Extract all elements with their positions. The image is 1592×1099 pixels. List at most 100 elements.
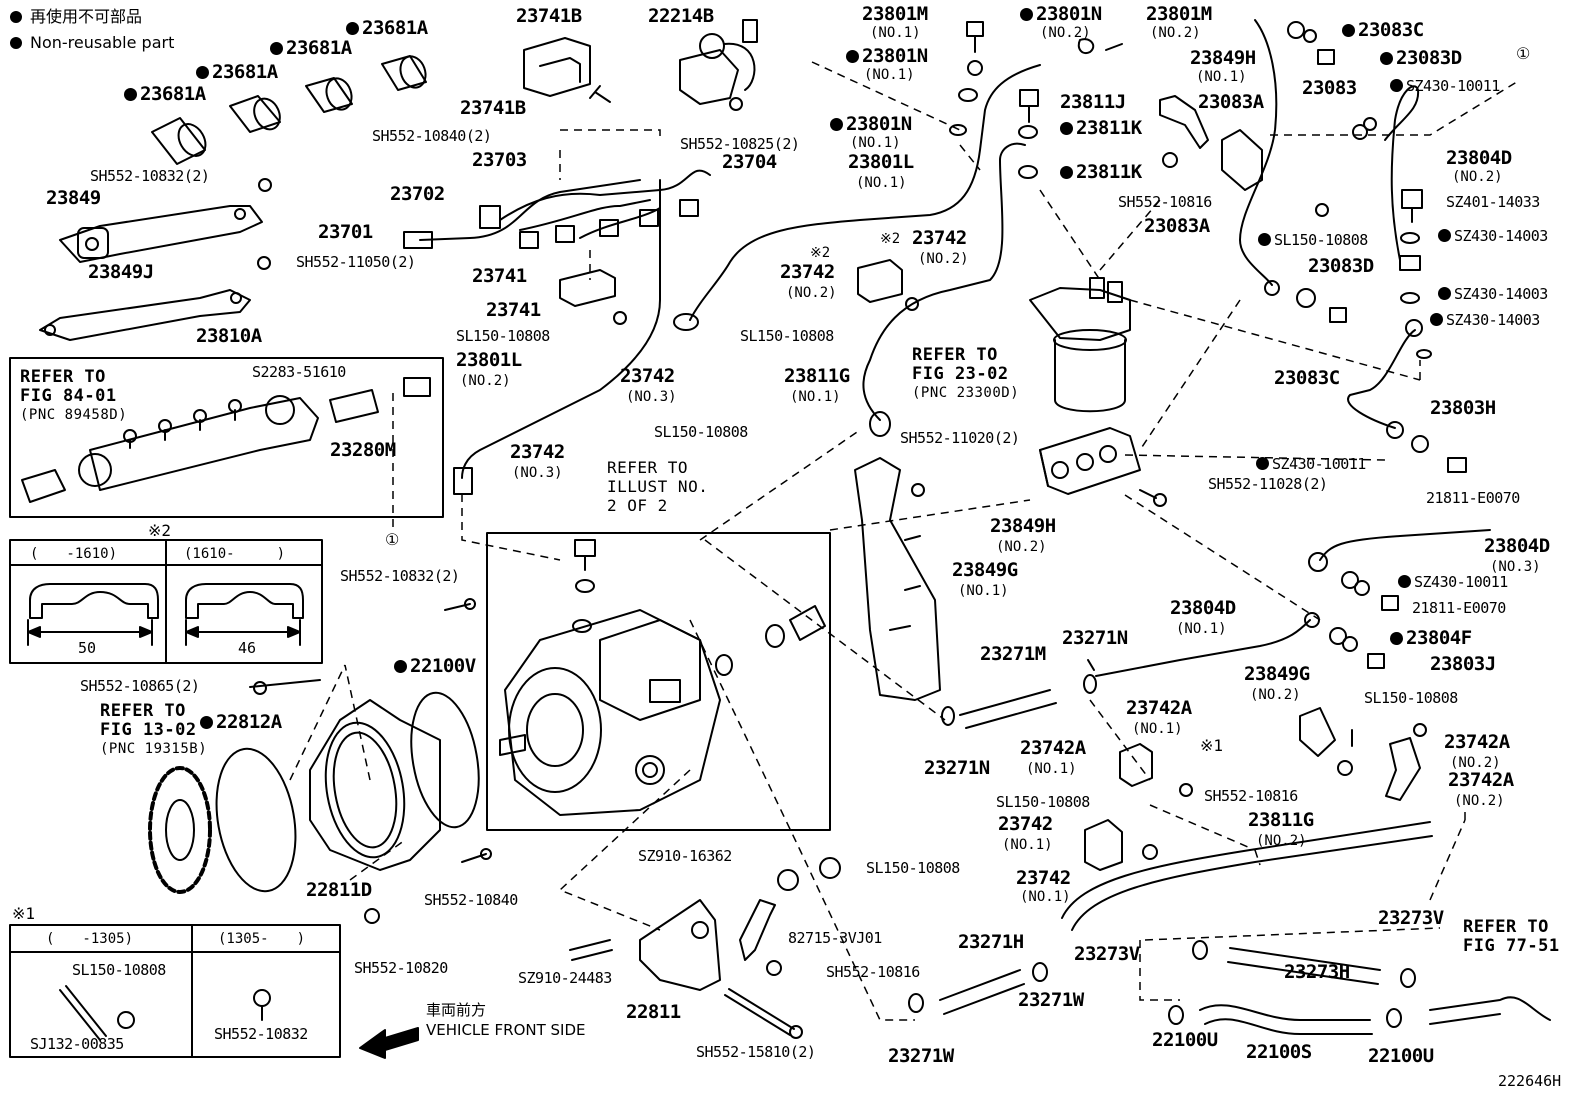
plug-23681A-4 [381, 55, 427, 91]
sub-23801L-2: (NO.2) [460, 373, 511, 389]
label-23801N-1: 23801N [846, 46, 928, 66]
hose-23273H [1227, 947, 1381, 985]
bracket-23849 [59, 205, 263, 263]
pipe-23804D-2 [1384, 85, 1420, 261]
label-23271W-b: 23271W [888, 1045, 954, 1067]
refer-fig77: REFER TO FIG 77-51 [1463, 917, 1560, 956]
box1-part-b: SJ132-00835 [30, 1035, 124, 1053]
bracket-23849G-1 [854, 457, 941, 701]
box1-col2: (1305- ) [218, 931, 306, 947]
label-SH552-10865-2: SH552-10865(2) [80, 677, 200, 695]
label-SH552-10816-c: SH552-10816 [826, 963, 920, 981]
label-23273V-a: 23273V [1074, 943, 1140, 965]
label-23271M: 23271M [980, 643, 1046, 665]
label-SZ401-14033: SZ401-14033 [1446, 193, 1540, 211]
label-23804F: 23804F [1390, 628, 1472, 648]
mark2-b: ※2 [880, 231, 901, 247]
label-SL150-10808-c: SL150-10808 [456, 327, 550, 345]
label-21811-E0070-a: 21811-E0070 [1426, 489, 1520, 507]
label-23741-a: 23741 [472, 265, 527, 287]
label-23742-3b: 23742 [510, 441, 565, 463]
label-23811G-2: 23811G [1248, 809, 1314, 831]
label-23849J: 23849J [88, 261, 154, 283]
figure-code: 222646H [1498, 1072, 1562, 1090]
label-SZ430-10011-b: SZ430-10011 [1256, 456, 1366, 472]
label-22100V: 22100V [394, 656, 476, 676]
label-22100U-a: 22100U [1152, 1029, 1218, 1051]
label-23271H: 23271H [958, 931, 1024, 953]
clip-23741 [559, 269, 616, 307]
box1-mark: ※1 [12, 904, 36, 923]
label-23681A-2: 23681A [196, 62, 278, 82]
label-SH552-11020-2: SH552-11020(2) [900, 429, 1020, 447]
label-SH552-10816-a: SH552-10816 [1118, 193, 1212, 211]
refer-fig13: REFER TO FIG 13-02 (PNC 19315B) [100, 701, 208, 758]
sub-23801M-2: (NO.2) [1150, 25, 1201, 41]
injection-pump [499, 539, 721, 816]
sub-23801N-2: (NO.2) [1040, 25, 1091, 41]
sub-23742-3a: (NO.3) [626, 389, 677, 405]
gear-sprocket [148, 766, 212, 894]
sub-23811G-1: (NO.1) [790, 389, 841, 405]
label-21811-E0070-b: 21811-E0070 [1412, 599, 1506, 617]
sub-23849H-2: (NO.2) [996, 539, 1047, 555]
box1-col1: ( -1305) [46, 931, 134, 947]
box2-dim1: 50 [78, 639, 97, 657]
bracket-22811 [639, 899, 721, 991]
label-23811K-b: 23811K [1060, 162, 1142, 182]
label-SL150-10808-g: SL150-10808 [866, 859, 960, 877]
label-23273H: 23273H [1284, 961, 1350, 983]
sub-23849H-1: (NO.1) [1196, 69, 1247, 85]
label-SH552-10832-2a: SH552-10832(2) [90, 167, 210, 185]
sub-23849G-2: (NO.2) [1250, 687, 1301, 703]
label-23681A-1: 23681A [124, 84, 206, 104]
label-SZ430-10011-c: SZ430-10011 [1398, 574, 1508, 590]
label-SH552-10840: SH552-10840 [424, 891, 518, 909]
label-22811D: 22811D [306, 879, 372, 901]
bracket-23849G-2 [1299, 707, 1336, 757]
pipe-23801L-1 [689, 64, 1041, 321]
label-23811J: 23811J [1060, 91, 1126, 113]
label-23083: 23083 [1302, 77, 1357, 99]
label-23803H: 23803H [1430, 397, 1496, 419]
bullet-icon [10, 37, 22, 49]
label-23742-3a: 23742 [620, 365, 675, 387]
label-23271N-a: 23271N [1062, 627, 1128, 649]
label-22214B: 22214B [648, 5, 714, 27]
label-SH552-10816-b: SH552-10816 [1204, 787, 1298, 805]
mark1: ※1 [1200, 736, 1224, 755]
pipe-23804D-3 [1319, 529, 1491, 561]
label-SL150-10808-b: SL150-10808 [740, 327, 834, 345]
label-SH552-15810-2: SH552-15810(2) [696, 1043, 816, 1061]
label-23801N-3: 23801N [830, 114, 912, 134]
refer-fig23: REFER TO FIG 23-02 (PNC 23300D) [912, 345, 1020, 402]
box1-part-a: SL150-10808 [72, 961, 166, 979]
label-23742A-1b: 23742A [1020, 737, 1086, 759]
sub-23811G-2: (NO.2) [1256, 833, 1307, 849]
sub-23804D-2: (NO.2) [1452, 169, 1503, 185]
hose-22100S [1199, 1004, 1373, 1035]
sub-23801N-1: (NO.1) [864, 67, 915, 83]
label-23741B-b: 23741B [460, 97, 526, 119]
bracket-23849J [39, 289, 251, 341]
label-SH552-10840-2: SH552-10840(2) [372, 127, 492, 145]
label-23811G-1: 23811G [784, 365, 850, 387]
sub-23804D-1: (NO.1) [1176, 621, 1227, 637]
sub-23742A-1a: (NO.1) [1132, 721, 1183, 737]
junction-block-23849H-2 [1039, 427, 1141, 495]
label-23273V-b: 23273V [1378, 907, 1444, 929]
sub-23801M-1: (NO.1) [870, 25, 921, 41]
clip-23742-no1 [1084, 819, 1123, 871]
sub-23742A-2a: (NO.2) [1450, 755, 1501, 771]
legend-jp-text: 再使用不可部品 [30, 7, 143, 26]
label-23804D-3: 23804D [1484, 535, 1550, 557]
label-23742A-1a: 23742A [1126, 697, 1192, 719]
label-SZ430-14003-c: SZ430-14003 [1430, 312, 1540, 328]
label-23810A: 23810A [196, 325, 262, 347]
label-SZ430-14003-b: SZ430-14003 [1438, 286, 1548, 302]
label-23801M-1: 23801M [862, 3, 928, 25]
hose-23811G-2 [1061, 821, 1433, 931]
label-23271N-b: 23271N [924, 757, 990, 779]
refer-fig84: REFER TO FIG 84-01 (PNC 89458D) [20, 367, 128, 424]
sensor-22214B [679, 19, 758, 105]
